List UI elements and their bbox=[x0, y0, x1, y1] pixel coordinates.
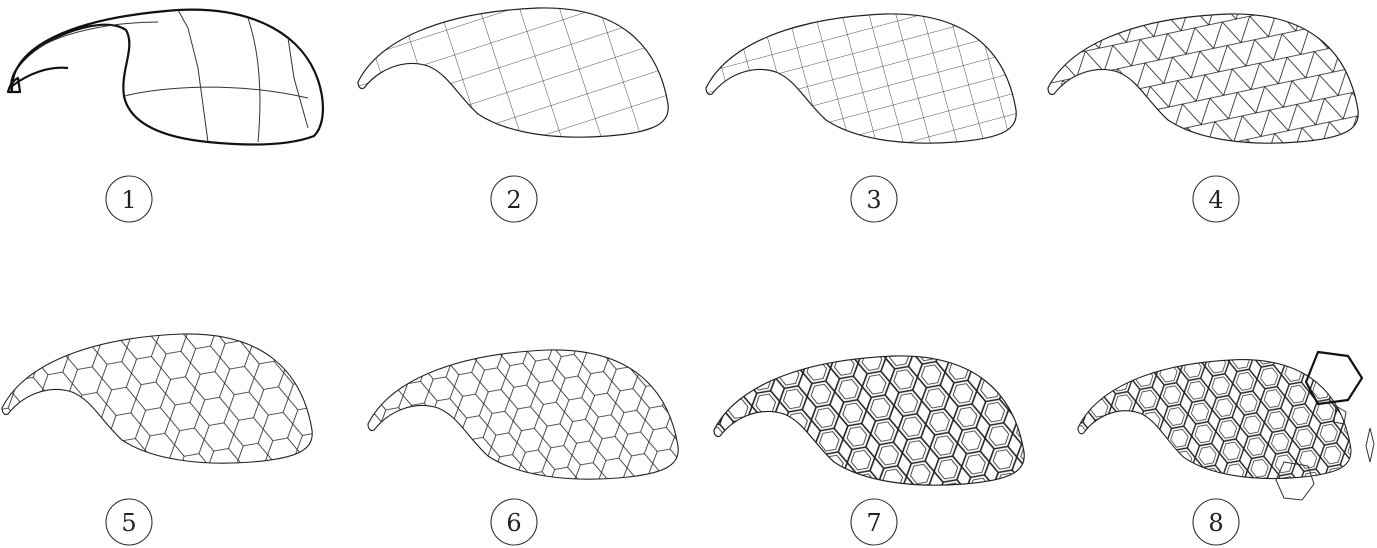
panel-7 bbox=[713, 355, 1025, 486]
panel-6-number: 6 bbox=[490, 498, 538, 546]
panel-3 bbox=[705, 13, 1017, 144]
panel-number-7: 7 bbox=[866, 509, 881, 537]
exploded-hexagon-large bbox=[1304, 350, 1364, 406]
exploded-panel-side bbox=[1365, 427, 1375, 463]
panel-8 bbox=[1077, 350, 1375, 501]
panel-8-number: 8 bbox=[1192, 498, 1240, 546]
panel-4-number: 4 bbox=[1192, 175, 1240, 223]
panel-4 bbox=[1047, 13, 1359, 144]
panel-6 bbox=[367, 349, 679, 480]
panel-number-2: 2 bbox=[506, 186, 521, 214]
panel-1 bbox=[6, 8, 324, 146]
panel-2 bbox=[357, 7, 669, 138]
panel-3-number: 3 bbox=[850, 175, 898, 223]
exploded-hexagon-edge bbox=[1333, 405, 1347, 425]
panel-2-number: 2 bbox=[490, 175, 538, 223]
panel-1-number: 1 bbox=[105, 175, 153, 223]
panel-number-5: 5 bbox=[121, 509, 136, 537]
panel-number-8: 8 bbox=[1208, 509, 1223, 537]
panel-number-4: 4 bbox=[1208, 186, 1223, 214]
panel-number-1: 1 bbox=[121, 186, 136, 214]
panel-5-number: 5 bbox=[105, 498, 153, 546]
exploded-hexagon-lower bbox=[1275, 461, 1315, 501]
panel-7-number: 7 bbox=[850, 498, 898, 546]
panel-number-6: 6 bbox=[506, 509, 521, 537]
panel-5 bbox=[1, 333, 313, 464]
panel-number-3: 3 bbox=[866, 186, 881, 214]
